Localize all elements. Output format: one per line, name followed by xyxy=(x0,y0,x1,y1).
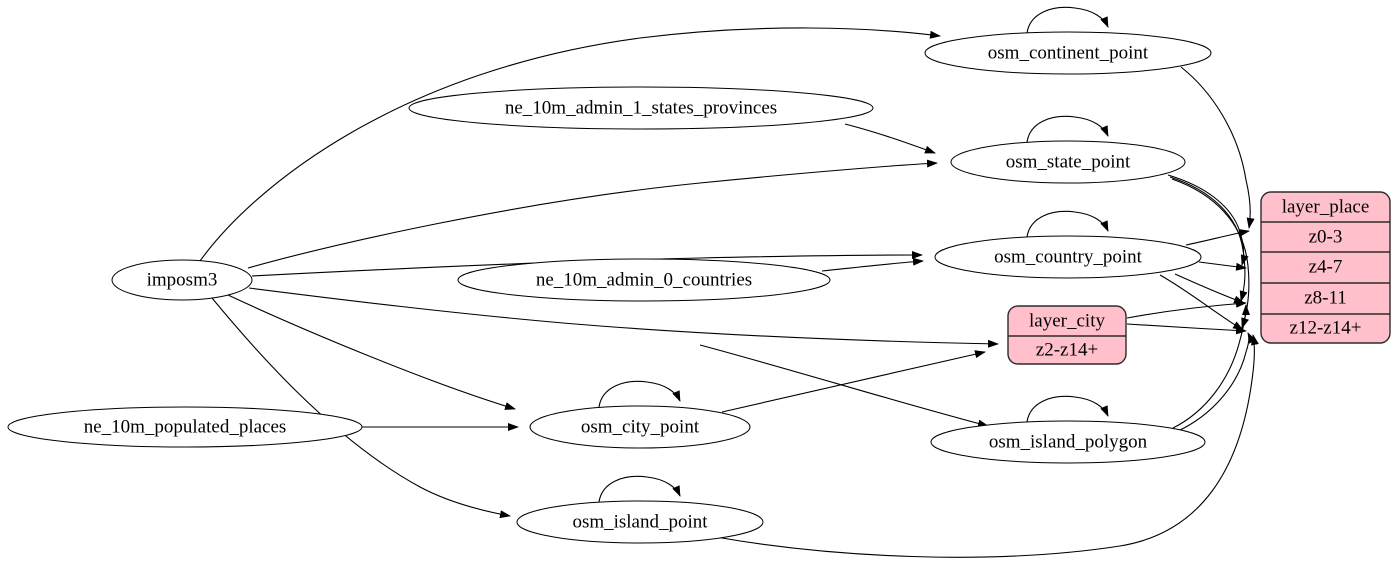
self-loop-osm_continent_point xyxy=(1026,6,1109,34)
node-osm_city_point[interactable]: osm_city_point xyxy=(529,405,751,449)
edge-osm_island_point-to-layer_place-z12-z14 xyxy=(715,334,1259,558)
node-shape-osm_country_point xyxy=(934,235,1202,279)
node-ne_10m_populated_places[interactable]: ne_10m_populated_places xyxy=(7,406,363,448)
record-row-z2-z14[interactable]: z2-z14+ xyxy=(1036,339,1098,360)
node-shape-imposm3 xyxy=(111,259,253,301)
record-title-layer_place: layer_place xyxy=(1282,196,1370,217)
record-title-layer_city: layer_city xyxy=(1029,310,1105,331)
edge-imposm3-to-osm_city_point xyxy=(227,294,516,410)
records-layer: layer_place z0-3 z4-7 z8-11 z12-z14+ lay… xyxy=(1007,191,1391,365)
node-shape-osm_state_point xyxy=(950,140,1186,184)
node-layer_city[interactable]: layer_city z2-z14+ xyxy=(1007,305,1127,365)
node-shape-ne_10m_populated_places xyxy=(7,406,363,448)
node-label-ne_10m_admin_0_countries: ne_10m_admin_0_countries xyxy=(536,269,752,290)
node-osm_island_point[interactable]: osm_island_point xyxy=(516,500,764,544)
node-shape-ne_10m_admin_0_countries xyxy=(457,258,831,302)
node-label-imposm3: imposm3 xyxy=(147,269,218,290)
nodes-layer: imposm3 ne_10m_populated_places ne_10m_a… xyxy=(7,31,1212,544)
node-osm_state_point[interactable]: osm_state_point xyxy=(950,140,1186,184)
record-row-z0-3[interactable]: z0-3 xyxy=(1309,226,1343,247)
edge-layer_city-to-layer_place-z8-11 xyxy=(1126,299,1247,319)
edge-osm_state_point-to-layer_place-z8-11 xyxy=(1169,176,1248,302)
edges-layer xyxy=(199,27,1259,558)
record-row-z8-11[interactable]: z8-11 xyxy=(1304,287,1347,308)
node-imposm3[interactable]: imposm3 xyxy=(111,259,253,301)
node-shape-osm_city_point xyxy=(529,405,751,449)
self-loop-osm_city_point xyxy=(598,380,681,408)
node-label-osm_country_point: osm_country_point xyxy=(994,246,1142,267)
node-osm_country_point[interactable]: osm_country_point xyxy=(934,235,1202,279)
edge-imposm3-to-osm_state_point xyxy=(247,159,938,269)
record-row-z12-z14[interactable]: z12-z14+ xyxy=(1290,317,1362,338)
edge-osm_country_point-to-layer_place-z8-11 xyxy=(1174,273,1245,304)
self-loop-osm_state_point xyxy=(1026,115,1109,143)
node-label-osm_continent_point: osm_continent_point xyxy=(988,42,1149,63)
node-label-ne_10m_admin_1_states_provinces: ne_10m_admin_1_states_provinces xyxy=(505,97,777,118)
node-label-ne_10m_populated_places: ne_10m_populated_places xyxy=(84,416,287,437)
edge-imposm3-to-osm_island_point xyxy=(211,297,511,519)
node-layer_place[interactable]: layer_place z0-3 z4-7 z8-11 z12-z14+ xyxy=(1260,191,1391,344)
node-label-osm_island_point: osm_island_point xyxy=(572,511,708,532)
edge-layer_city-to-layer_place-z12-z14 xyxy=(1126,323,1247,335)
self-loops-layer xyxy=(598,6,1109,503)
edge-ne_10m_admin_1_states_provinces-to-osm_state_point xyxy=(844,123,936,154)
node-shape-ne_10m_admin_1_states_provinces xyxy=(408,86,874,130)
node-ne_10m_admin_1_states_provinces[interactable]: ne_10m_admin_1_states_provinces xyxy=(408,86,874,130)
self-loop-osm_country_point xyxy=(1026,210,1109,238)
node-label-osm_island_polygon: osm_island_polygon xyxy=(989,431,1148,452)
edge-osm_country_point-to-layer_place-z12-z14 xyxy=(1159,274,1244,331)
record-shape-layer_place xyxy=(1260,191,1391,344)
record-shape-layer_city xyxy=(1007,305,1127,365)
self-loop-osm_island_point xyxy=(598,475,681,503)
edge-osm_country_point-to-layer_place-z4-7 xyxy=(1198,261,1247,271)
node-label-osm_state_point: osm_state_point xyxy=(1006,151,1131,172)
node-shape-osm_continent_point xyxy=(924,31,1212,75)
node-shape-osm_island_polygon xyxy=(930,420,1206,464)
edge-osm_island_polygon-to-layer_place-z8-11 xyxy=(1172,304,1250,429)
edge-imposm3-to-osm_continent_point xyxy=(199,27,941,262)
node-label-osm_city_point: osm_city_point xyxy=(581,416,700,437)
edge-ne_10m_admin_0_countries-to-osm_country_point xyxy=(821,257,924,272)
edge-imposm3-to-osm_island_polygon xyxy=(699,344,989,428)
edge-osm_island_polygon-to-layer_place-z12-z14 xyxy=(1177,332,1257,432)
node-osm_island_polygon[interactable]: osm_island_polygon xyxy=(930,420,1206,464)
edge-osm_city_point-to-layer_city-z2-z14 xyxy=(721,350,986,413)
node-osm_continent_point[interactable]: osm_continent_point xyxy=(924,31,1212,75)
edge-osm_continent_point-to-layer_place-z0-3 xyxy=(1180,66,1255,229)
edge-osm_country_point-to-layer_place-z0-3 xyxy=(1185,228,1250,246)
node-ne_10m_admin_0_countries[interactable]: ne_10m_admin_0_countries xyxy=(457,258,831,302)
node-shape-osm_island_point xyxy=(516,500,764,544)
edge-imposm3-to-layer_city xyxy=(248,287,999,348)
record-row-z4-7[interactable]: z4-7 xyxy=(1309,256,1343,277)
self-loop-osm_island_polygon xyxy=(1026,395,1109,423)
